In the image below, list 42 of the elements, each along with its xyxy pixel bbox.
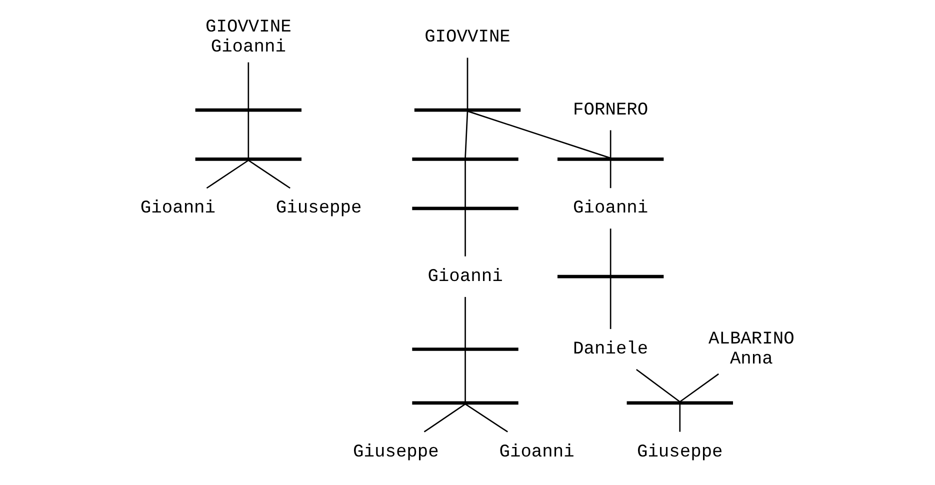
node-text: Daniele bbox=[573, 340, 648, 360]
node-text: Giuseppe bbox=[276, 198, 362, 219]
node-bar bbox=[195, 158, 302, 161]
connector bbox=[610, 130, 612, 158]
connector bbox=[636, 368, 680, 402]
connector bbox=[610, 278, 612, 330]
node-bar bbox=[412, 158, 518, 161]
connector bbox=[464, 160, 466, 208]
connector bbox=[466, 58, 468, 109]
connector bbox=[464, 111, 468, 158]
connector bbox=[206, 160, 249, 189]
connector bbox=[680, 373, 719, 402]
node-text: ALBARINO Anna bbox=[708, 329, 794, 370]
connector bbox=[679, 404, 681, 432]
node-text: FORNERO bbox=[573, 100, 648, 120]
connector bbox=[424, 404, 466, 432]
node-bar bbox=[557, 274, 664, 278]
node-text: Gioanni bbox=[428, 266, 503, 287]
node-text: Giuseppe bbox=[636, 442, 723, 462]
node-bar bbox=[195, 108, 302, 112]
node-bar bbox=[626, 401, 733, 405]
connector bbox=[248, 62, 250, 109]
connector bbox=[464, 210, 466, 256]
node-bar bbox=[412, 206, 518, 210]
connector bbox=[248, 111, 250, 158]
connector bbox=[610, 160, 612, 188]
node-bar bbox=[414, 108, 521, 112]
connector bbox=[464, 296, 466, 348]
connector bbox=[464, 404, 508, 432]
node-bar bbox=[412, 401, 518, 405]
node-bar bbox=[412, 348, 518, 351]
connector bbox=[248, 160, 290, 189]
node-text: Gioanni bbox=[140, 198, 216, 219]
connector bbox=[610, 228, 612, 276]
node-text: GIOVVINE Gioanni bbox=[205, 18, 292, 58]
node-text: GIOVVINE bbox=[424, 28, 510, 48]
node-bar bbox=[557, 158, 664, 161]
connector bbox=[467, 110, 611, 159]
node-text: Gioanni bbox=[573, 198, 648, 219]
connector bbox=[464, 350, 466, 402]
node-text: Giuseppe bbox=[353, 442, 439, 462]
node-text: Gioanni bbox=[499, 442, 574, 462]
